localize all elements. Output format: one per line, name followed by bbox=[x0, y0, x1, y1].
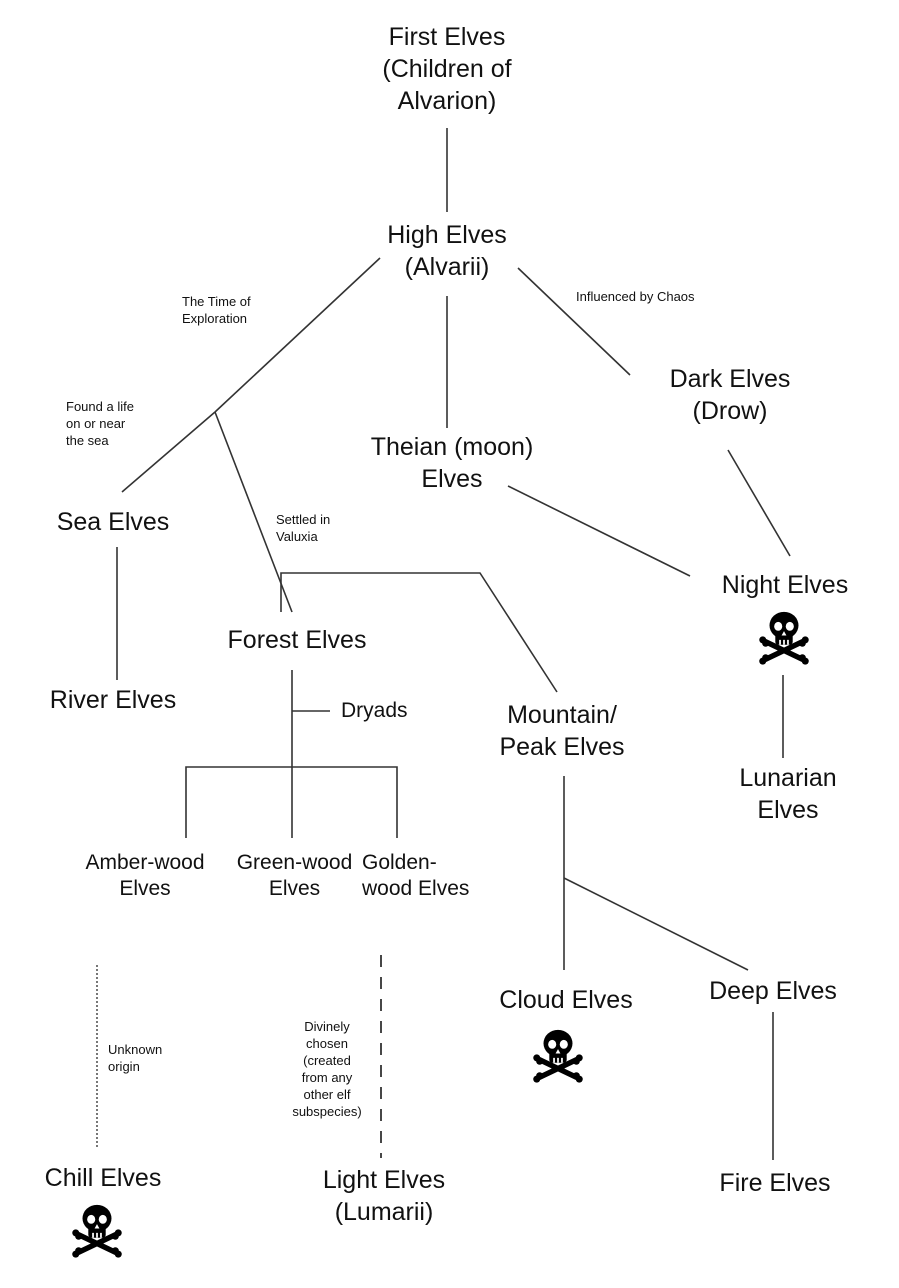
label-line: other elf bbox=[303, 1087, 351, 1102]
node-river-elves: River Elves bbox=[28, 684, 198, 716]
label-line: Alvarion) bbox=[397, 87, 497, 115]
label-line: Influenced by Chaos bbox=[576, 289, 695, 304]
label-line: Dark Elves bbox=[669, 365, 791, 393]
label-line: Dryads bbox=[341, 699, 408, 722]
note-influenced-by-chaos: Influenced by Chaos bbox=[576, 288, 695, 305]
node-deep-elves: Deep Elves bbox=[678, 975, 868, 1007]
link-forest-golden bbox=[292, 766, 398, 838]
label-line: the sea bbox=[66, 433, 109, 448]
label-line: Divinely bbox=[304, 1019, 350, 1034]
link-high-exploration bbox=[214, 257, 381, 413]
link-theian-night bbox=[507, 485, 691, 577]
label-line: Amber-wood bbox=[85, 851, 205, 874]
label-line: Found a life bbox=[66, 399, 134, 414]
label-line: Elves bbox=[119, 877, 171, 900]
night-elves-skull-icon bbox=[755, 607, 813, 665]
label-line: from any bbox=[301, 1070, 353, 1085]
label-line: Mountain/ bbox=[507, 701, 617, 729]
label-line: The Time of bbox=[182, 294, 251, 309]
node-chill-elves: Chill Elves bbox=[18, 1162, 188, 1194]
link-mountain-deep bbox=[563, 877, 749, 971]
note-unknown-origin: Unknown origin bbox=[108, 1041, 162, 1075]
label-line: Forest Elves bbox=[227, 626, 367, 654]
label-line: (Drow) bbox=[692, 397, 768, 425]
label-line: River Elves bbox=[49, 686, 177, 714]
node-cloud-elves: Cloud Elves bbox=[466, 984, 666, 1016]
label-line: Peak Elves bbox=[499, 733, 625, 761]
label-line: Elves bbox=[268, 877, 321, 900]
label-line: (Alvarii) bbox=[404, 253, 490, 281]
label-line: chosen bbox=[306, 1036, 348, 1051]
label-line: subspecies) bbox=[292, 1104, 362, 1119]
label-line: on or near bbox=[66, 416, 126, 431]
label-line: (created bbox=[303, 1053, 351, 1068]
node-light-elves: Light Elves (Lumarii) bbox=[284, 1164, 484, 1228]
label-line: Sea Elves bbox=[56, 508, 170, 536]
node-theian-elves: Theian (moon) Elves bbox=[332, 431, 572, 495]
label-line: Unknown bbox=[108, 1042, 163, 1057]
label-line: High Elves bbox=[387, 221, 507, 249]
label-line: Light Elves bbox=[322, 1166, 446, 1194]
label-line: Settled in bbox=[276, 512, 331, 527]
label-line: First Elves bbox=[388, 23, 506, 51]
label-line: Green-wood bbox=[236, 851, 353, 874]
note-time-of-exploration: The Time of Exploration bbox=[182, 293, 251, 327]
note-found-life-sea: Found a life on or near the sea bbox=[66, 398, 134, 449]
label-line: Exploration bbox=[182, 311, 248, 326]
label-line: wood Elves bbox=[362, 877, 470, 900]
node-sea-elves: Sea Elves bbox=[28, 506, 198, 538]
label-line: Golden- bbox=[362, 851, 437, 874]
node-golden-wood-elves: Golden-wood Elves bbox=[362, 850, 507, 902]
link-exploration-forest bbox=[214, 411, 293, 613]
label-line: Lunarian bbox=[739, 764, 837, 792]
link-exploration-sea bbox=[121, 411, 216, 493]
label-line: (Children of bbox=[382, 55, 512, 83]
label-line: Elves bbox=[757, 796, 819, 824]
link-forest-amber bbox=[185, 766, 292, 838]
link-dark-night bbox=[727, 449, 791, 557]
node-dark-elves: Dark Elves (Drow) bbox=[630, 363, 830, 427]
label-line: origin bbox=[108, 1059, 140, 1074]
label-line: Valuxia bbox=[276, 529, 318, 544]
node-mountain-elves: Mountain/Peak Elves bbox=[462, 699, 662, 763]
label-line: Night Elves bbox=[721, 571, 849, 599]
note-divinely-chosen: Divinely chosen (created from any other elf s… bbox=[282, 1018, 372, 1120]
label-line: Fire Elves bbox=[719, 1169, 831, 1197]
cloud-elves-skull-icon bbox=[529, 1025, 587, 1083]
node-first-elves: First Elves (Children of Alvarion) bbox=[332, 21, 562, 117]
label-line: Chill Elves bbox=[44, 1164, 162, 1192]
note-settled-valuxia: Settled in Valuxia bbox=[276, 511, 330, 545]
label-line: (Lumarii) bbox=[334, 1198, 434, 1226]
node-fire-elves: Fire Elves bbox=[680, 1167, 870, 1199]
node-dryads: Dryads bbox=[333, 698, 437, 724]
label-line: Theian (moon) bbox=[370, 433, 534, 461]
node-night-elves: Night Elves bbox=[690, 569, 880, 601]
label-line: Elves bbox=[421, 465, 483, 493]
link-valuxia-mountain bbox=[280, 572, 558, 693]
node-forest-elves: Forest Elves bbox=[197, 624, 397, 656]
label-line: Deep Elves bbox=[709, 977, 837, 1005]
label-line: Cloud Elves bbox=[499, 986, 633, 1014]
link-high-dark bbox=[517, 267, 631, 376]
chill-elves-skull-icon bbox=[68, 1200, 126, 1258]
node-high-elves: High Elves (Alvarii) bbox=[332, 219, 562, 283]
